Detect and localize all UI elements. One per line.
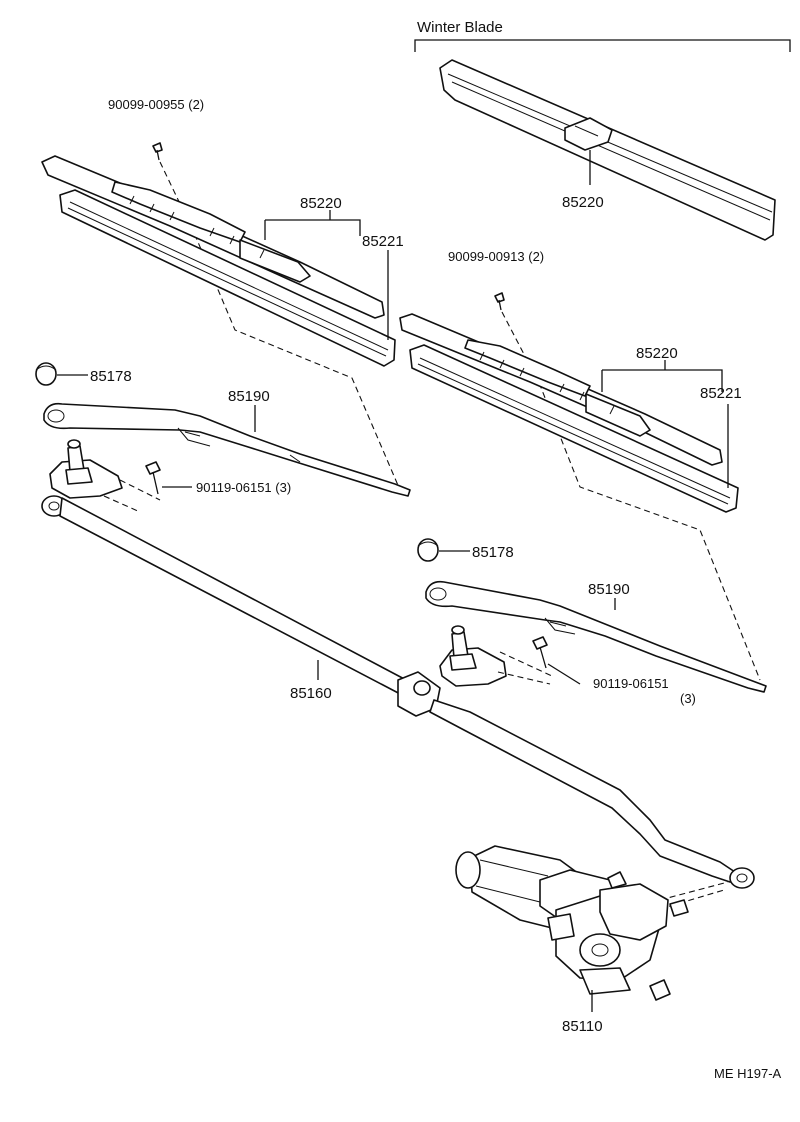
wiper-motor: 85110 (455, 845, 729, 1035)
winter-blade-part-number: 85220 (562, 194, 604, 211)
blade-right-callout: 85220 85221 (601, 345, 742, 488)
diagram-code: ME H197-A (714, 1066, 782, 1081)
blade-left-callout: 85220 85221 (264, 195, 404, 340)
wiper-arm-left: 85190 (43, 388, 411, 497)
pivot-right-group: 90119-06151 (3) (439, 625, 696, 706)
bolt-right-quantity: (3) (680, 691, 696, 706)
bolt-left-label: 90119-06151 (3) (196, 480, 291, 495)
motor-part-number: 85110 (562, 1018, 603, 1035)
screw-right-label: 90099-00913 (2) (448, 249, 544, 264)
blade-right-part-number: 85220 (636, 345, 678, 362)
cap-left-group: 85178 (35, 362, 132, 386)
winter-blade-title: Winter Blade (417, 19, 503, 36)
pivot-left-group: 90119-06151 (3) (49, 439, 291, 513)
cap-left-part-number: 85178 (90, 368, 132, 385)
screw-left-label: 90099-00955 (2) (108, 97, 204, 112)
wiper-link: 85160 (41, 495, 755, 889)
winter-blade-group: Winter Blade 85220 (414, 19, 791, 241)
arm-left-part-number: 85190 (228, 388, 270, 405)
wiper-blade-right (399, 313, 739, 513)
arm-right-part-number: 85190 (588, 581, 630, 598)
wiper-blade-left (41, 155, 396, 367)
blade-left-part-number: 85220 (300, 195, 342, 212)
cap-right-group: 85178 (417, 538, 514, 562)
bolt-right-label: 90119-06151 (593, 676, 669, 691)
link-part-number: 85160 (290, 685, 332, 702)
wiper-arm-right: 85190 (425, 580, 767, 693)
cap-right-part-number: 85178 (472, 544, 514, 561)
refill-left-part-number: 85221 (362, 233, 404, 250)
refill-right-part-number: 85221 (700, 385, 742, 402)
